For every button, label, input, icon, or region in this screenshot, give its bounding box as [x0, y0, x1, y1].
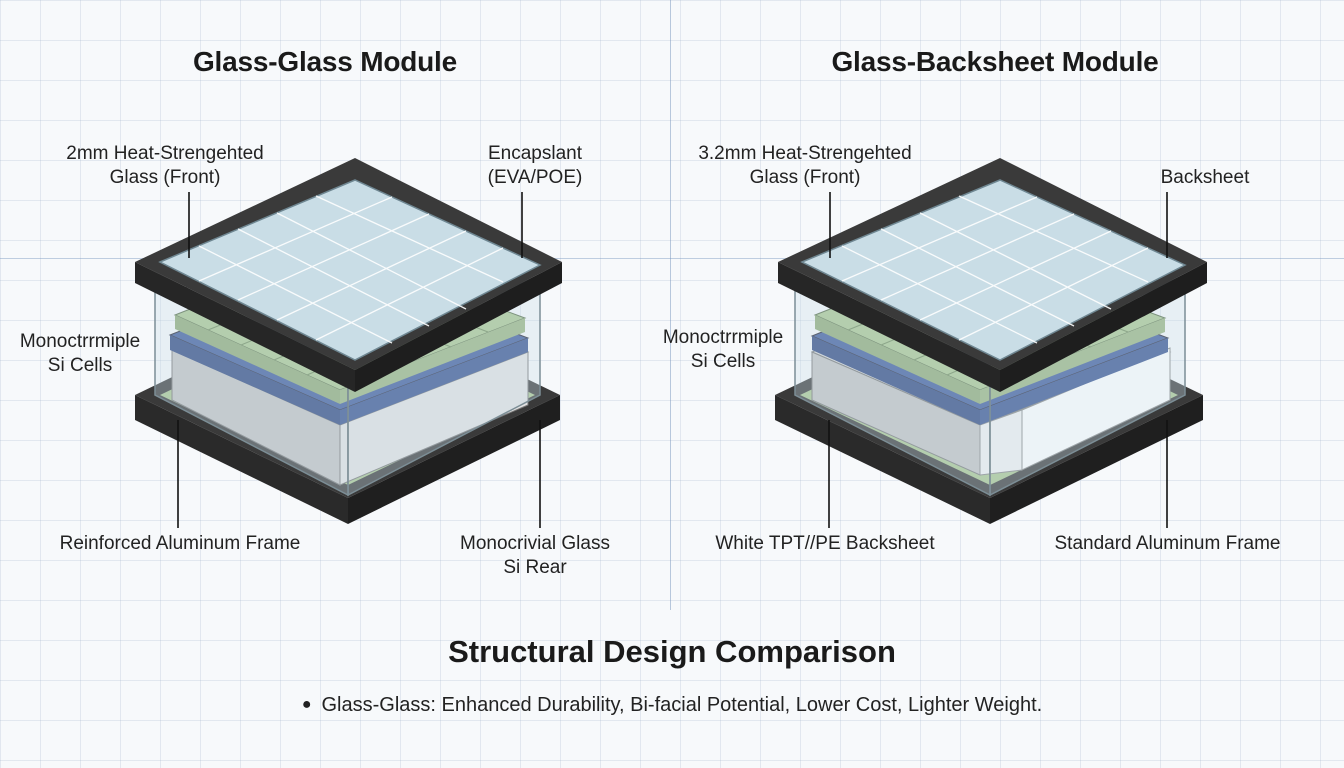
- left-label-front-glass: 2mm Heat-Strengehted Glass (Front): [66, 143, 264, 188]
- right-label-backsheet: White TPT//PE Backsheet: [715, 533, 935, 554]
- left-label-cells: Monoctrrmiple Si Cells: [19, 331, 141, 376]
- right-module-diagram: [775, 158, 1207, 528]
- guide-line-horizontal: [0, 258, 1344, 259]
- left-label-frame: Reinforced Aluminum Frame: [59, 533, 301, 554]
- comparison-title: Structural Design Comparison: [448, 634, 896, 669]
- right-module-title: Glass-Backsheet Module: [831, 46, 1159, 77]
- right-leader-lines: [828, 192, 1168, 528]
- comparison-bullet-text: Glass-Glass: Enhanced Durability, Bi-fac…: [321, 694, 1043, 716]
- comparison-bullet: ● Glass-Glass: Enhanced Durability, Bi-fa…: [0, 694, 1344, 717]
- left-label-encapsulant: Encapslant (EVA/POE): [487, 143, 583, 188]
- right-label-front-glass: 3.2mm Heat-Strengehted Glass (Front): [698, 143, 912, 188]
- bullet-dot-icon: ●: [301, 696, 312, 713]
- left-module-title: Glass-Glass Module: [192, 46, 458, 77]
- left-label-rear: Monocrivial Glass Si Rear: [460, 533, 610, 578]
- right-label-frame: Standard Aluminum Frame: [1054, 533, 1281, 554]
- left-front-glass: [158, 179, 542, 361]
- left-leader-lines: [177, 192, 541, 528]
- right-label-backsheet-top: Backsheet: [1160, 167, 1250, 188]
- right-front-glass: [800, 179, 1187, 361]
- right-label-cells: Monoctrrmiple Si Cells: [662, 327, 784, 372]
- left-module-diagram: [135, 158, 562, 528]
- guide-line-vertical: [670, 0, 671, 610]
